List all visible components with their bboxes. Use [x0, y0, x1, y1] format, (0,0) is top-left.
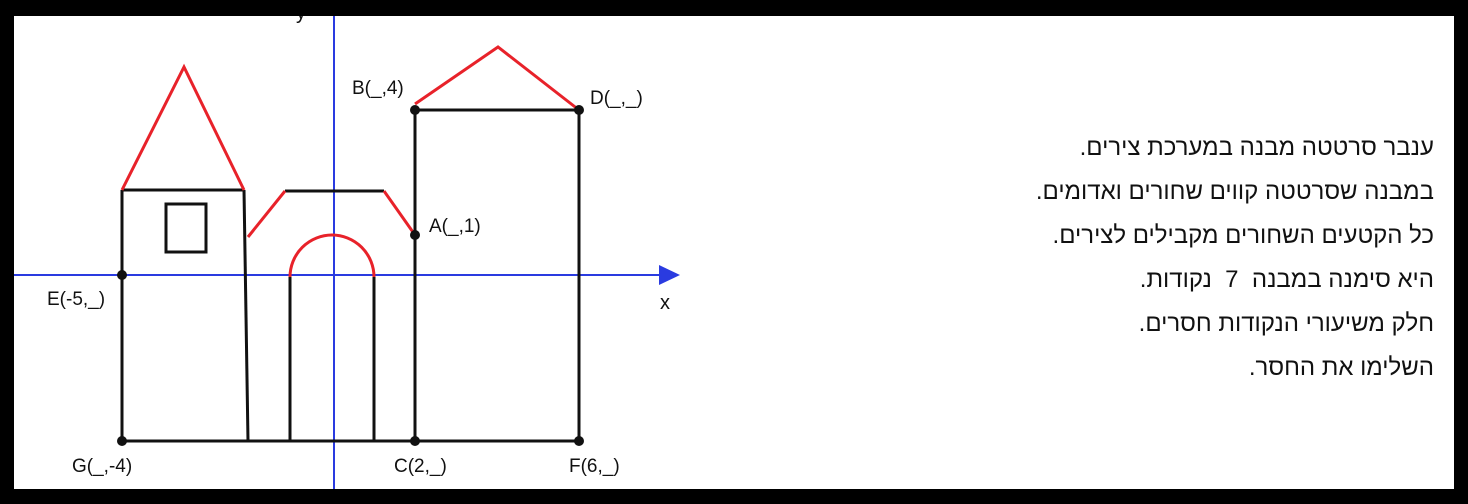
point-F [574, 436, 584, 446]
instruction-line: כל הקטעים השחורים מקבילים לצירים. [1052, 222, 1434, 249]
point-labels: B(_,4) D(_,_) A(_,1) E(-5,_) G(_,-4) C(2… [47, 78, 643, 477]
right-tower-roof [414, 45, 580, 112]
instruction-line: ענבר סרטטה מבנה במערכת צירים. [1079, 134, 1434, 161]
label-G: G(_,-4) [72, 456, 132, 477]
left-tower-wall-right [242, 189, 250, 442]
point-A [410, 230, 420, 240]
instruction-line: חלק משיעורי הנקודות חסרים. [1138, 310, 1434, 337]
point-G [117, 436, 127, 446]
label-A: A(_,1) [429, 216, 481, 237]
instruction-line: במבנה שסרטטה קווים שחורים ואדומים. [1035, 178, 1434, 205]
point-D [574, 105, 584, 115]
arch [288, 233, 376, 278]
instruction-line: השלימו את החסר. [1248, 354, 1434, 381]
label-C: C(2,_) [394, 456, 447, 477]
label-D: D(_,_) [590, 88, 643, 109]
label-B: B(_,4) [352, 78, 404, 99]
label-E: E(-5,_) [47, 289, 105, 310]
points [117, 105, 584, 446]
black-segments [120, 108, 581, 443]
x-axis-arrow-icon [659, 265, 680, 285]
middle-left-slant [246, 190, 287, 238]
middle-right-slant [382, 190, 417, 236]
left-tower-roof [120, 63, 246, 191]
instructions-text: ענבר סרטטה מבנה במערכת צירים. במבנה שסרט… [774, 126, 1434, 390]
x-axis-label: x [660, 292, 670, 314]
content-panel: x y [14, 16, 1454, 489]
point-C [410, 436, 420, 446]
point-E [117, 270, 127, 280]
point-B [410, 105, 420, 115]
window [164, 202, 208, 254]
red-segments [120, 45, 580, 278]
y-axis-label: y [296, 16, 306, 24]
label-F: F(6,_) [569, 456, 620, 477]
building-diagram: x y [14, 16, 680, 489]
instruction-line: היא סימנה במבנה 7 נקודות. [1139, 266, 1434, 293]
